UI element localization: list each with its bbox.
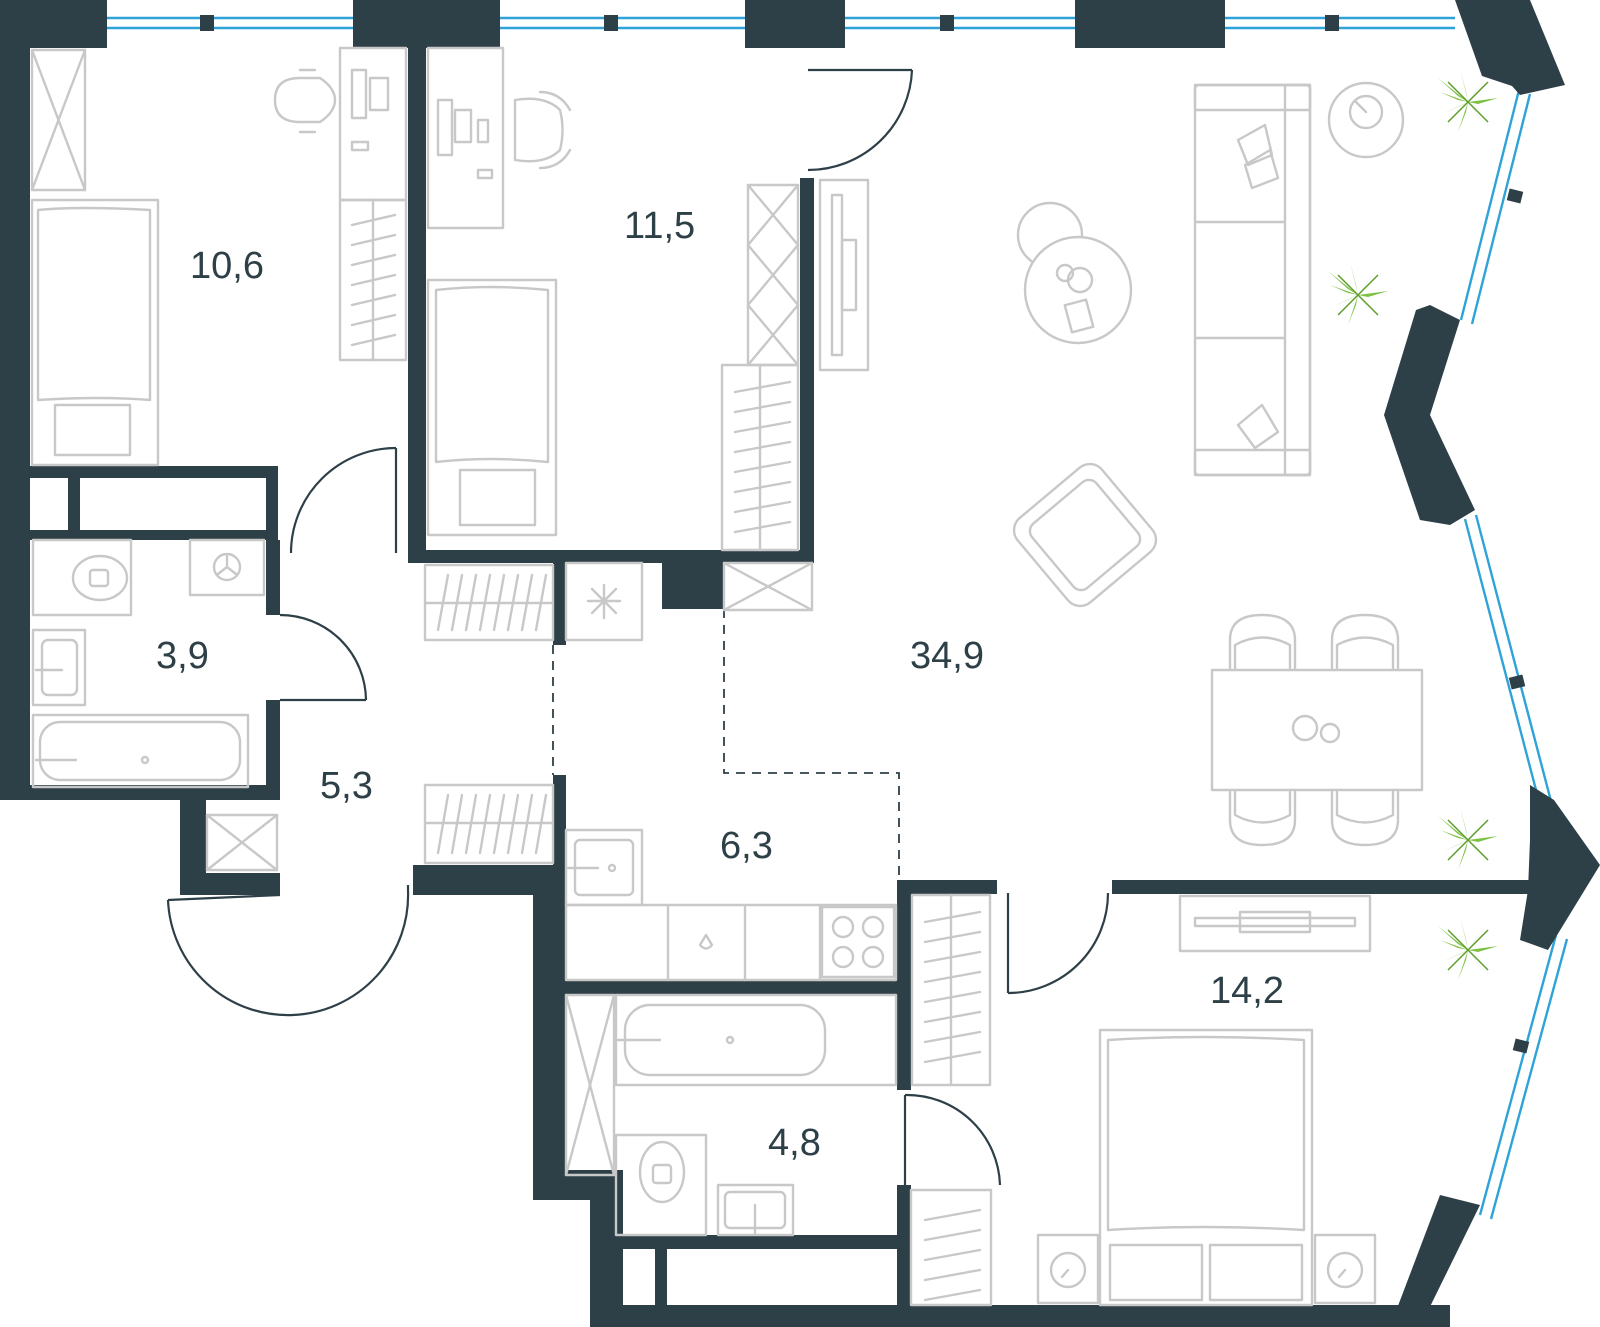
- plant-icon: [1438, 916, 1498, 980]
- wardrobe-corridor: [722, 561, 814, 612]
- sofa: [1193, 83, 1312, 477]
- window-top-1: [107, 15, 353, 31]
- area-kitchen: 6,3: [720, 825, 773, 867]
- wardrobe-bedroom-2: [746, 183, 800, 367]
- area-bedroom-2: 11,5: [624, 205, 695, 247]
- area-labels: 10,6 11,5 34,9 3,9 5,3 6,3 4,8 14,2: [156, 205, 1284, 1164]
- wardrobe-bedroom-1: [30, 48, 87, 192]
- dining-table: [1210, 613, 1424, 847]
- kitchen-sink: [564, 828, 644, 907]
- cabinet-bathroom-2: [564, 993, 616, 1177]
- window-right-1: [1459, 89, 1532, 325]
- area-living-room: 34,9: [910, 635, 984, 677]
- door-bedroom-1: [289, 446, 398, 554]
- bed-bedroom-2: [426, 278, 558, 537]
- door-bathroom-2: [903, 1093, 1002, 1186]
- area-bathroom-1: 3,9: [156, 635, 209, 677]
- door-bedroom-3: [1006, 892, 1110, 995]
- toilet-bathroom-2: [614, 1133, 708, 1237]
- desk-bedroom-2: [426, 46, 572, 230]
- shelf-bedroom-1: [338, 198, 408, 362]
- plant-icon: [1438, 806, 1498, 870]
- window-top-2: [500, 15, 745, 31]
- washer-bathroom-1: [188, 538, 266, 597]
- doors: [166, 68, 1110, 1186]
- cooktop: [820, 905, 896, 979]
- bed-bedroom-1: [30, 198, 160, 467]
- area-bathroom-2: 4,8: [768, 1122, 821, 1164]
- nightstand-right: [1313, 1233, 1377, 1305]
- window-right-3: [1478, 934, 1569, 1220]
- zone-separators: [552, 609, 900, 880]
- plant-icon: [1438, 68, 1498, 132]
- toilet-bathroom-1: [31, 538, 133, 617]
- sink-bathroom-2: [716, 1183, 795, 1237]
- kitchen-counter: [564, 903, 898, 982]
- tv-stand-living: [818, 178, 870, 372]
- shelf-corridor-2: [423, 783, 555, 865]
- door-bedroom-2: [807, 68, 914, 172]
- windows: [107, 15, 1569, 1220]
- area-hallway: 5,3: [320, 765, 373, 807]
- tv-bedroom-3: [1178, 894, 1372, 953]
- door-entrance: [166, 885, 410, 1017]
- shelf-bedroom-3: [910, 893, 992, 1087]
- bed-bedroom-3: [1098, 1028, 1314, 1307]
- nightstand-left: [1036, 1233, 1100, 1305]
- window-right-2: [1463, 514, 1554, 810]
- window-top-3: [845, 15, 1075, 31]
- door-bathroom-1: [279, 613, 368, 702]
- desk-bedroom-1: [273, 46, 408, 202]
- coffee-table: [1016, 201, 1133, 345]
- shelf-bathroom-2: [909, 1188, 993, 1307]
- shelf-bedroom-2: [720, 363, 800, 552]
- sink-bathroom-1: [31, 628, 87, 707]
- area-bedroom-1: 10,6: [190, 245, 264, 287]
- window-top-4: [1225, 15, 1455, 31]
- armchair: [1012, 462, 1158, 608]
- shelf-corridor-1: [423, 563, 555, 642]
- wardrobe-hallway: [205, 813, 279, 872]
- plant-icon: [1328, 261, 1388, 325]
- electrical-panel: [564, 561, 644, 642]
- bathtub-bathroom-2: [614, 993, 898, 1087]
- bathtub-bathroom-1: [31, 713, 250, 789]
- furniture: [30, 46, 1424, 1307]
- area-bedroom-3: 14,2: [1210, 970, 1284, 1012]
- plants: [1328, 68, 1498, 980]
- side-table: [1327, 81, 1405, 159]
